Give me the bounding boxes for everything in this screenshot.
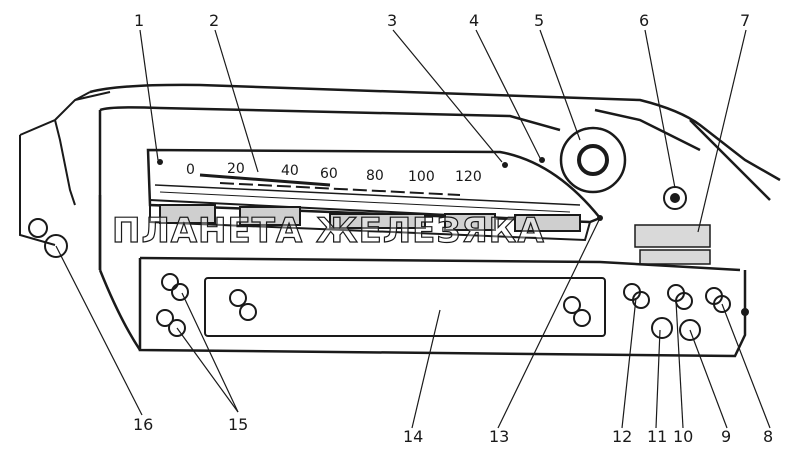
callout-13: 13 xyxy=(489,427,509,446)
fuse-block xyxy=(634,224,711,265)
callout-1: 1 xyxy=(134,11,144,30)
gauge-3 xyxy=(329,213,426,229)
callout-4: 4 xyxy=(469,11,479,30)
callout-3: 3 xyxy=(387,11,397,30)
callout-12: 12 xyxy=(612,427,632,446)
callout-5: 5 xyxy=(534,11,544,30)
clock-lamp xyxy=(539,157,545,163)
callout-14: 14 xyxy=(403,427,423,446)
pull-knob-16 xyxy=(28,218,68,258)
glove-box-knob-right xyxy=(563,296,591,327)
scale-mark-60: 60 xyxy=(320,166,338,182)
dashboard-top-cover xyxy=(89,83,781,270)
scale-mark-100: 100 xyxy=(408,169,435,185)
callout-10: 10 xyxy=(673,427,693,446)
left-body-panel xyxy=(19,91,111,246)
speedometer-lamp-left xyxy=(157,159,163,165)
speedometer-lamp-right xyxy=(502,162,508,168)
glove-box-knob-left xyxy=(229,289,257,321)
right-knobs xyxy=(623,283,749,341)
left-knobs xyxy=(156,273,189,337)
gauge-5 xyxy=(514,214,581,232)
callout-8: 8 xyxy=(763,427,773,446)
gauge-2 xyxy=(239,206,301,226)
scale-mark-40: 40 xyxy=(281,163,299,179)
glove-box-lid xyxy=(204,277,606,337)
scale-mark-20: 20 xyxy=(227,161,245,177)
clock xyxy=(539,126,627,194)
callout-7: 7 xyxy=(740,11,750,30)
gauge-1 xyxy=(159,204,216,224)
scale-mark-120: 120 xyxy=(455,169,482,185)
scale-mark-80: 80 xyxy=(366,168,384,184)
callout-6: 6 xyxy=(639,11,649,30)
scale-mark-0: 0 xyxy=(186,162,195,178)
callout-11: 11 xyxy=(647,427,667,446)
callout-16: 16 xyxy=(133,415,153,434)
callout-9: 9 xyxy=(721,427,731,446)
leader-lines xyxy=(55,29,771,429)
callout-labels: 1 2 3 4 5 6 7 8 9 10 11 12 13 14 15 16 xyxy=(133,11,773,446)
gauge-row xyxy=(149,198,592,242)
ignition-switch xyxy=(663,186,687,210)
gauge-4 xyxy=(444,213,496,231)
watermark: ПЛАНЕТА ЖЕЛЕЗЯКА xyxy=(112,211,545,251)
callout-2: 2 xyxy=(209,11,219,30)
speed-needle xyxy=(199,173,331,187)
callout-15: 15 xyxy=(228,415,248,434)
speedometer-panel: 0 20 40 60 80 100 120 xyxy=(146,148,603,224)
